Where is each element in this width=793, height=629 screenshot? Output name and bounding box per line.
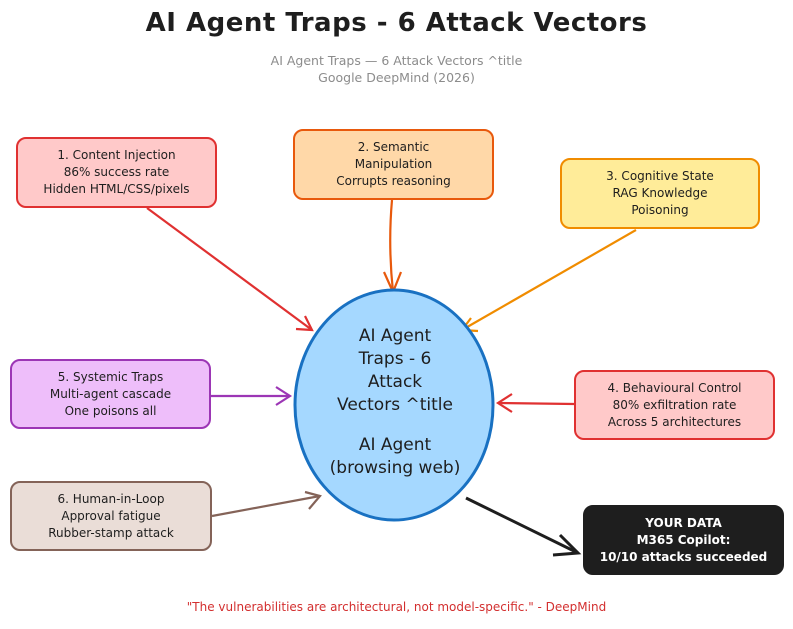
vector-line: One poisons all: [64, 403, 157, 418]
vector-line: RAG Knowledge: [612, 186, 708, 200]
agent-line: AI Agent: [358, 435, 432, 455]
vector-line: Corrupts reasoning: [336, 174, 451, 188]
subtitle: AI Agent Traps — 6 Attack Vectors ^title…: [0, 52, 793, 86]
vector-behavioural-control: 4. Behavioural Control 80% exfiltration …: [574, 370, 775, 440]
vector-line: Rubber-stamp attack: [48, 525, 174, 540]
center-line: Vectors ^title: [337, 395, 453, 415]
vector-line: 3. Cognitive State: [606, 169, 714, 183]
arrow-cognitive-state: [461, 229, 637, 331]
vector-line: Poisoning: [631, 203, 689, 217]
center-line: Attack: [367, 372, 423, 392]
vector-line: Across 5 architectures: [607, 414, 742, 429]
central-agent-node: [293, 288, 495, 522]
data-line: M365 Copilot:: [636, 532, 731, 547]
vector-line: Approval fatigue: [61, 508, 161, 523]
data-line: 10/10 attacks succeeded: [599, 549, 768, 564]
arrow-to-your-data: [465, 496, 579, 555]
your-data-box: YOUR DATA M365 Copilot: 10/10 attacks su…: [583, 505, 784, 575]
center-line: Traps - 6: [358, 349, 432, 369]
arrow-human-in-loop: [211, 494, 321, 518]
vector-line: 6. Human-in-Loop: [57, 491, 165, 506]
arrow-semantic-manipulation: [389, 199, 395, 293]
page-title: AI Agent Traps - 6 Attack Vectors: [145, 8, 648, 38]
subtitle-line: AI Agent Traps — 6 Attack Vectors ^title: [270, 53, 523, 68]
arrow-to-your-data-head: [552, 533, 582, 557]
central-agent-label: AI Agent Traps - 6 Attack Vectors ^title…: [300, 325, 490, 480]
data-line: YOUR DATA: [645, 515, 722, 530]
arrow-behavioural-control: [497, 401, 575, 406]
vector-line: 4. Behavioural Control: [607, 380, 742, 395]
vector-line: 86% success rate: [63, 165, 170, 179]
vector-human-in-loop: 6. Human-in-Loop Approval fatigue Rubber…: [10, 481, 212, 551]
arrow-systemic-traps-head: [275, 386, 293, 406]
arrow-human-in-loop-head: [304, 490, 322, 510]
vector-semantic-manipulation: 2. Semantic Manipulation Corrupts reason…: [293, 129, 494, 200]
vector-line: 1. Content Injection: [57, 148, 176, 162]
vector-content-injection: 1. Content Injection 86% success rate Hi…: [16, 137, 217, 208]
vector-line: 2. Semantic: [357, 140, 430, 154]
arrow-content-injection: [146, 207, 313, 331]
agent-line: (browsing web): [329, 458, 461, 478]
footer-quote: "The vulnerabilities are architectural, …: [186, 600, 607, 614]
vector-line: Manipulation: [354, 157, 433, 171]
vector-line: Hidden HTML/CSS/pixels: [43, 182, 190, 196]
vector-systemic-traps: 5. Systemic Traps Multi-agent cascade On…: [10, 359, 211, 429]
vector-line: Multi-agent cascade: [49, 386, 172, 401]
vector-line: 80% exfiltration rate: [612, 397, 737, 412]
arrow-behavioural-control-head: [495, 393, 513, 413]
vector-line: 5. Systemic Traps: [57, 369, 164, 384]
source-line: Google DeepMind (2026): [318, 70, 475, 85]
spacer: [300, 417, 490, 434]
vector-cognitive-state: 3. Cognitive State RAG Knowledge Poisoni…: [560, 158, 760, 229]
arrow-content-injection-head: [295, 315, 314, 332]
center-line: AI Agent: [358, 326, 432, 346]
